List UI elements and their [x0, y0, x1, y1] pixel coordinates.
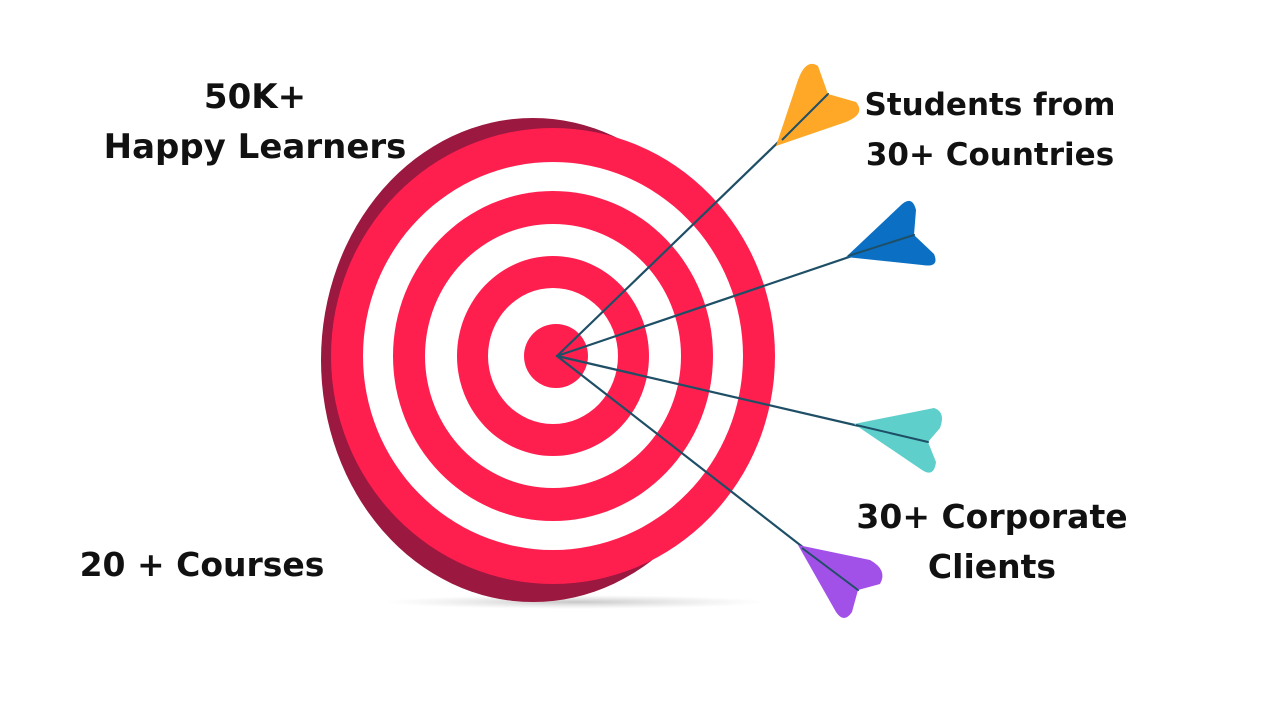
- stat-corporate-label: Clients: [927, 547, 1057, 586]
- stat-countries: Students from 30+ Countries: [856, 80, 1124, 180]
- dartboard-target-icon: [321, 118, 775, 602]
- stat-courses-value: 20 + Courses: [79, 545, 325, 584]
- stat-courses: 20 + Courses: [72, 540, 332, 590]
- target-shadow: [385, 595, 765, 609]
- stat-learners-value: 50K+: [203, 77, 307, 117]
- arrow-purple-fletching: [798, 545, 883, 618]
- stat-countries-value: 30+ Countries: [865, 137, 1115, 173]
- stat-corporate-value: 30+ Corporate: [856, 497, 1128, 536]
- arrow-purple-icon: [798, 545, 883, 618]
- stat-corporate-clients: 30+ Corporate Clients: [852, 492, 1132, 592]
- arrow-teal-fletching: [854, 408, 942, 473]
- arrow-blue-icon: [846, 200, 936, 266]
- stat-learners-label: Happy Learners: [103, 127, 407, 167]
- arrow-blue-fletching: [846, 200, 936, 266]
- stat-happy-learners: 50K+ Happy Learners: [100, 72, 410, 172]
- arrow-teal-icon: [854, 408, 942, 473]
- arrow-orange-icon: [776, 63, 860, 146]
- stat-countries-label: Students from: [864, 87, 1116, 123]
